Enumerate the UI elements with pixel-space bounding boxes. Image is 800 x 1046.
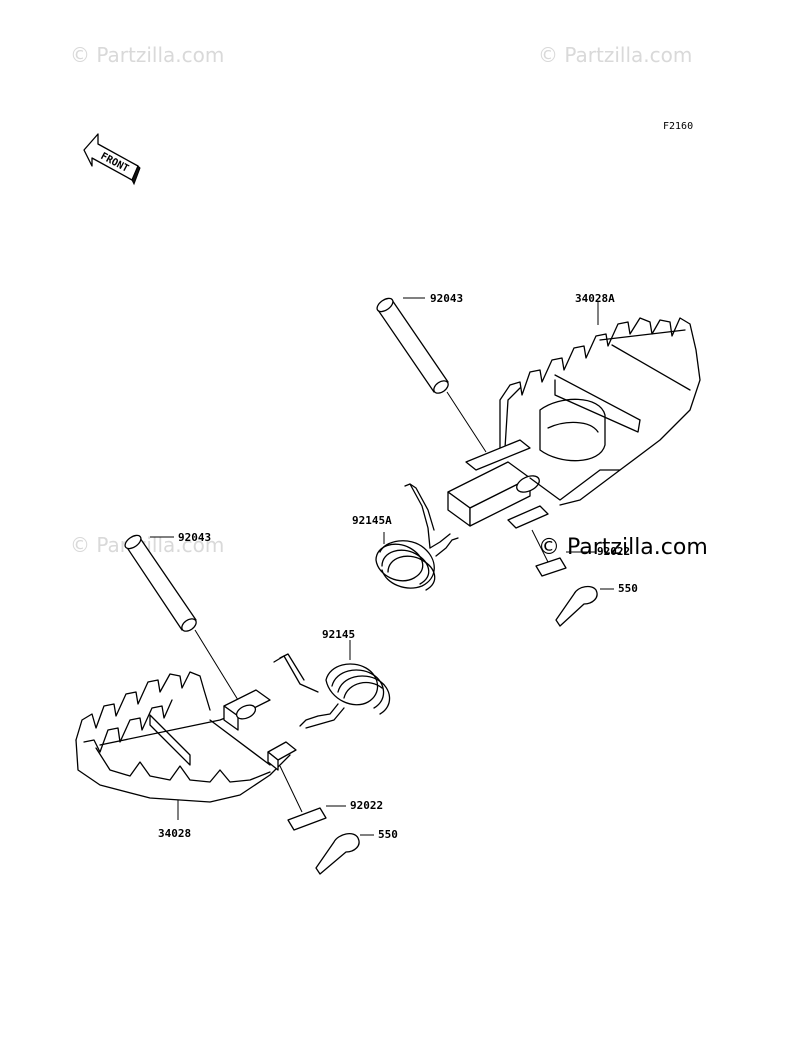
label-92043-upper: 92043	[430, 292, 463, 305]
cotter-550-upper	[555, 585, 614, 627]
label-34028: 34028	[158, 827, 191, 840]
watermark-center: © Partzilla.com	[538, 535, 708, 560]
label-92145a: 92145A	[352, 514, 392, 527]
figure-code: F2160	[663, 121, 693, 132]
label-92145: 92145	[322, 628, 355, 641]
label-92022-upper: 92022	[597, 545, 630, 558]
front-arrow-icon: FRONT	[83, 133, 141, 186]
label-92043-lower: 92043	[178, 531, 211, 544]
watermark-top-left: © Partzilla.com	[70, 43, 224, 67]
label-34028a: 34028A	[575, 292, 615, 305]
spring-92145a	[375, 483, 459, 591]
label-550-lower: 550	[378, 828, 398, 841]
pin-92043-upper	[376, 297, 487, 453]
watermark-top-right: © Partzilla.com	[538, 43, 692, 67]
footpeg-34028a	[447, 317, 701, 529]
label-550-upper: 550	[618, 582, 638, 595]
footpeg-34028	[75, 671, 297, 820]
pin-92043-lower	[124, 534, 239, 701]
washer-92022-upper	[531, 529, 596, 577]
label-92022-lower: 92022	[350, 799, 383, 812]
cotter-550-lower	[315, 832, 374, 875]
washer-92022-lower	[279, 765, 346, 831]
spring-92145	[273, 640, 391, 729]
